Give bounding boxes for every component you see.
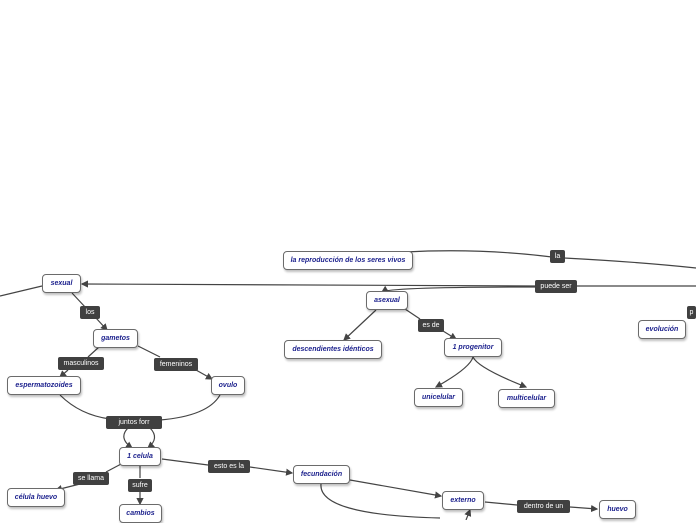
line-progenitor-to-multicelular (472, 356, 528, 389)
line-fecundacion-to-externo (349, 479, 443, 499)
node-gametos[interactable]: gametos (93, 329, 138, 348)
line-femeninos-to-ovulo (195, 369, 214, 380)
node-asexual[interactable]: asexual (366, 291, 408, 310)
line-celula-to-esto-es-la (161, 458, 209, 466)
line-up-to-externo (464, 508, 472, 520)
line-juntos-to-celula-right (147, 427, 156, 449)
node-evolucion[interactable]: evolución (638, 320, 686, 339)
line-sexual-to-los (71, 292, 87, 309)
line-externo-to-dentro (484, 501, 518, 506)
line-espermatozoides-to-juntos (59, 394, 111, 420)
line-ovulo-to-juntos (159, 394, 221, 421)
node-descendientes[interactable]: descendientes idénticos (284, 340, 382, 359)
line-dentro-to-huevo (569, 504, 599, 513)
node-multicelular[interactable]: multicelular (498, 389, 555, 408)
line-juntos-to-celula-left (123, 427, 133, 449)
label-esto-es-la[interactable]: esto es la (208, 460, 250, 473)
node-cambios[interactable]: cambios (119, 504, 162, 523)
label-femeninos[interactable]: femeninos (154, 358, 198, 371)
label-juntos[interactable]: juntos forr (106, 416, 162, 429)
node-ovulo[interactable]: ovulo (211, 376, 245, 395)
line-masculinos-to-espermatozoides (59, 369, 69, 378)
node-progenitor[interactable]: 1 progenitor (444, 338, 502, 357)
line-fecundacion-down (320, 483, 441, 519)
label-la[interactable]: la (550, 250, 565, 263)
line-gametos-to-masculinos (87, 346, 100, 358)
label-se-llama[interactable]: se llama (73, 472, 109, 485)
line-los-to-gametos (95, 317, 108, 331)
node-externo[interactable]: externo (442, 491, 484, 510)
label-p-partial[interactable]: p (687, 306, 696, 319)
label-es-de[interactable]: es de (418, 319, 444, 332)
line-progenitor-to-unicelular (434, 356, 474, 388)
line-gametos-to-femeninos (137, 345, 161, 358)
line-left-edge-to-sexual (0, 285, 43, 297)
node-sexual[interactable]: sexual (42, 274, 81, 293)
line-root-to-la (404, 250, 553, 258)
line-esto-es-la-to-fecundacion (249, 466, 294, 476)
line-es-de-to-progenitor (442, 330, 458, 340)
node-fecundacion[interactable]: fecundación (293, 465, 350, 484)
line-asexual-to-descendientes (343, 309, 377, 341)
node-una-celula[interactable]: 1 celula (119, 447, 161, 466)
line-la-to-offscreen (563, 257, 696, 269)
label-sufre[interactable]: sufre (128, 479, 152, 492)
label-dentro-de-un[interactable]: dentro de un (517, 500, 570, 513)
label-puede-ser[interactable]: puede ser (535, 280, 577, 293)
node-celula-huevo[interactable]: célula huevo (7, 488, 65, 507)
line-puede-ser-to-asexual (380, 285, 536, 293)
line-asexual-to-es-de (404, 308, 421, 320)
label-los[interactable]: los (80, 306, 100, 319)
node-root[interactable]: la reproducción de los seres vivos (283, 251, 413, 270)
node-unicelular[interactable]: unicelular (414, 388, 463, 407)
line-puede-ser-to-sexual (80, 280, 536, 288)
label-masculinos[interactable]: masculinos (58, 357, 104, 370)
node-huevo[interactable]: huevo (599, 500, 636, 519)
node-espermatozoides[interactable]: espermatozoides (7, 376, 81, 395)
